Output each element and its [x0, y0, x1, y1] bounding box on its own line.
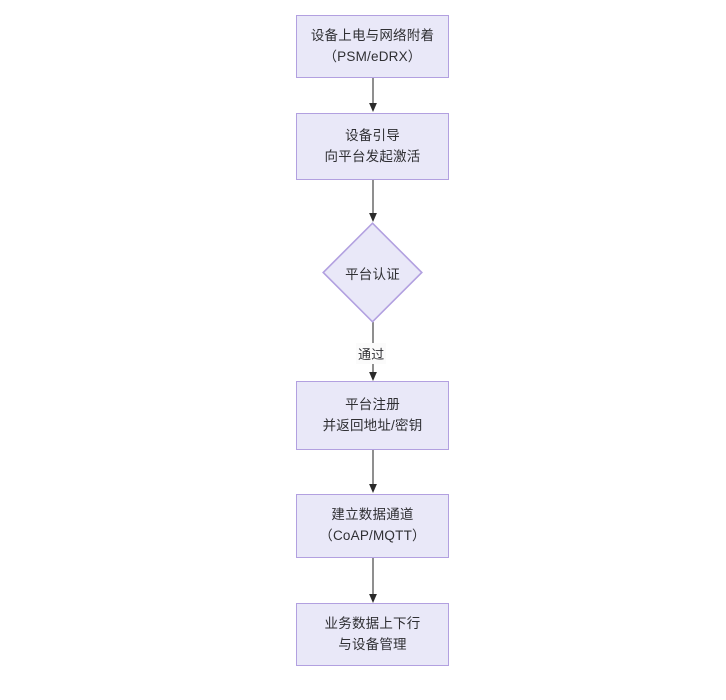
node-line: 设备引导 [345, 127, 400, 143]
edge-n2-n3 [366, 180, 380, 224]
node-platform-auth-decision[interactable]: 平台认证 [322, 222, 423, 323]
node-line: 与设备管理 [338, 636, 407, 652]
node-line: 向平台发起激活 [324, 148, 421, 164]
edge-n1-n2 [366, 78, 380, 114]
edge-n5-n6 [366, 558, 380, 605]
node-line: 建立数据通道 [331, 507, 414, 523]
node-line: （CoAP/MQTT） [319, 528, 426, 543]
node-device-power-on[interactable]: 设备上电与网络附着 （PSM/eDRX） [296, 15, 449, 78]
node-business-data-and-device-mgmt[interactable]: 业务数据上下行 与设备管理 [296, 603, 449, 666]
diamond-shape [322, 222, 423, 323]
node-line: 设备上电与网络附着 [310, 27, 435, 43]
edge-n4-n5 [366, 450, 380, 495]
node-line: 并返回地址/密钥 [322, 417, 423, 433]
node-platform-register[interactable]: 平台注册 并返回地址/密钥 [296, 381, 449, 450]
node-line: 业务数据上下行 [324, 615, 421, 631]
edge-label-pass: 通过 [356, 343, 387, 364]
node-establish-data-channel[interactable]: 建立数据通道 （CoAP/MQTT） [296, 494, 449, 558]
node-line: （PSM/eDRX） [323, 48, 422, 64]
node-device-bootstrap[interactable]: 设备引导 向平台发起激活 [296, 113, 449, 180]
node-line: 平台注册 [345, 396, 400, 412]
